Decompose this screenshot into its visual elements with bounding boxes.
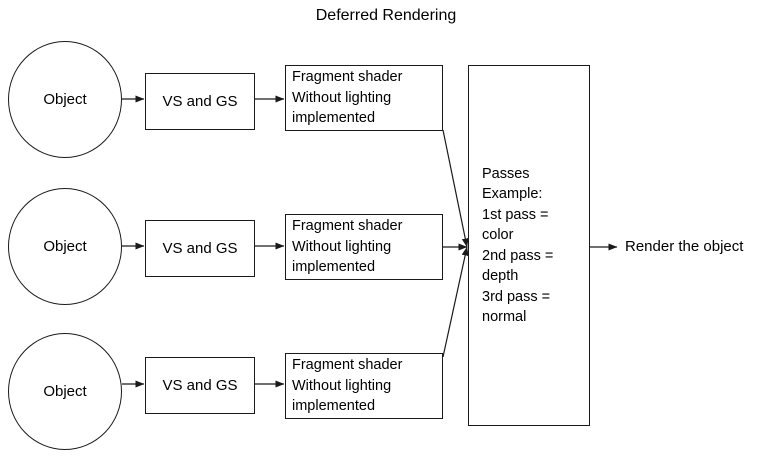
vs-gs-node-row3-label: VS and GS [162,376,238,394]
passes-node[interactable]: Passes Example: 1st pass = color 2nd pas… [468,65,590,426]
fragment-shader-node-row3[interactable]: Fragment shader Without lighting impleme… [285,353,443,419]
object-node-row2[interactable]: Object [8,188,122,305]
page-title: Deferred Rendering [315,7,457,24]
object-node-row3-label: Object [43,382,87,400]
object-node-row2-label: Object [43,237,87,255]
object-node-row1-label: Object [43,90,87,108]
fragment-shader-node-row1[interactable]: Fragment shader Without lighting impleme… [285,65,443,131]
fragment-shader-node-row2-label: Fragment shader Without lighting impleme… [292,218,403,276]
object-node-row3[interactable]: Object [8,333,122,450]
render-output-label: Render the object [625,238,744,255]
fragment-shader-node-row1-label: Fragment shader Without lighting impleme… [292,69,403,127]
object-node-row1[interactable]: Object [8,41,122,158]
vs-gs-node-row3[interactable]: VS and GS [145,357,255,414]
vs-gs-node-row2-label: VS and GS [162,239,238,257]
fragment-shader-node-row3-label: Fragment shader Without lighting impleme… [292,357,403,415]
vs-gs-node-row2[interactable]: VS and GS [145,220,255,277]
connector-shader-to-passes-row3 [442,246,469,358]
connector-shader-to-passes-row1 [442,129,469,248]
vs-gs-node-row1-label: VS and GS [162,92,238,110]
passes-node-label: Passes Example: 1st pass = color 2nd pas… [482,165,554,326]
vs-gs-node-row1[interactable]: VS and GS [145,73,255,130]
fragment-shader-node-row2[interactable]: Fragment shader Without lighting impleme… [285,214,443,280]
